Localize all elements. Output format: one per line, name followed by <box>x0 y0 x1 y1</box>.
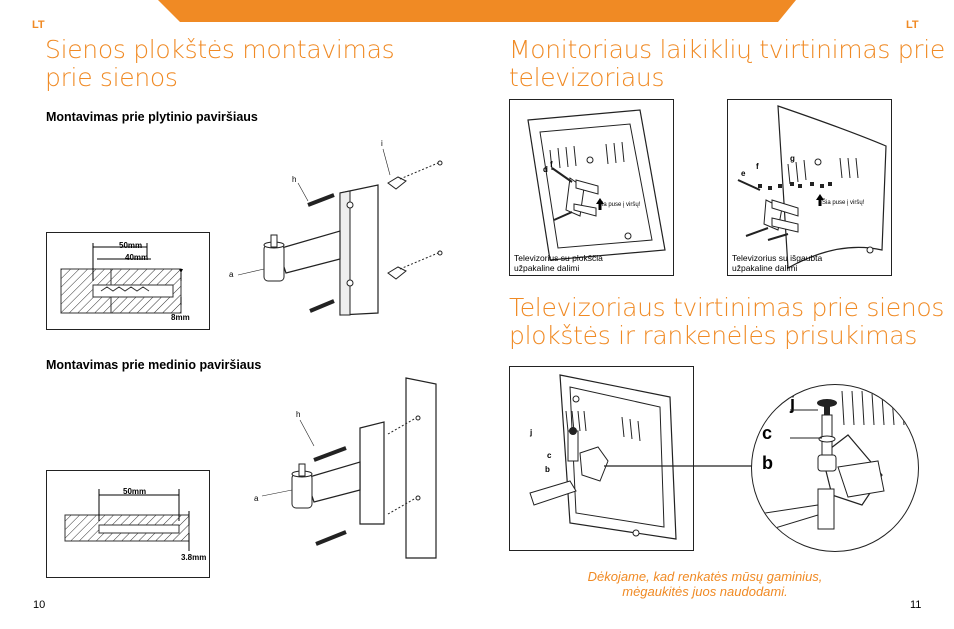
brick-mount-illustration <box>237 148 443 316</box>
label-b-small: b <box>545 465 550 474</box>
label-a: a <box>229 270 234 279</box>
right-title2-line2: plokštės ir rankenėlės prisukimas <box>509 321 918 350</box>
label-c-small: c <box>547 451 552 460</box>
left-title-line1: Sienos plokštės montavimas <box>45 35 395 64</box>
caption-flat-tv: Televizorius su plokščia užpakaline dali… <box>514 253 603 273</box>
this-side-up-1: Šia puse į viršų! <box>598 202 641 208</box>
label-h: h <box>292 175 297 184</box>
brick-dim-8: 8mm <box>171 313 190 322</box>
caption-curved-tv: Televizorius su išgaubta užpakaline dali… <box>732 253 822 273</box>
brick-dim-40: 40mm <box>125 253 149 262</box>
label-j-small: j <box>530 428 533 437</box>
right-title1-line2: televizoriaus <box>509 63 665 92</box>
left-page-title: Sienos plokštės montavimas prie sienos <box>45 35 395 92</box>
wood-dim-50: 50mm <box>123 487 147 496</box>
tv-label-d: d <box>543 165 548 174</box>
page-number-right: 11 <box>910 599 922 611</box>
curved-tv-diagram: e f g Šia puse į viršų! Televizorius su … <box>727 99 892 276</box>
wood-mount-illustration <box>261 377 437 559</box>
this-side-up-2: Šia puse į viršų! <box>822 200 865 206</box>
brick-section-heading: Montavimas prie plytinio paviršiaus <box>46 110 258 124</box>
wood-anchor-diagram: 50mm 3.8mm <box>46 470 210 578</box>
right-title1-line1: Monitoriaus laikiklių tvirtinimas prie <box>509 35 945 64</box>
header-tab <box>158 0 796 22</box>
thank-you-message: Dėkojame, kad renkatės mūsų gaminius, mė… <box>560 569 850 599</box>
tv-label-e: e <box>741 169 746 178</box>
label-c-large: c <box>762 423 773 443</box>
caption-curved-line2: užpakaline dalimi <box>732 263 798 273</box>
tv-wall-attach-diagram: j c b <box>509 366 694 551</box>
right-title2-line1: Televizoriaus tvirtinimas prie sienos <box>509 293 945 322</box>
right-title-1: Monitoriaus laikiklių tvirtinimas prie t… <box>509 36 945 92</box>
wood-dim-38: 3.8mm <box>181 553 207 562</box>
tv-label-g: g <box>790 154 795 163</box>
wood-section-heading: Montavimas prie medinio paviršiaus <box>46 358 262 372</box>
tv-label-f: f <box>550 160 553 169</box>
caption-curved-line1: Televizorius su išgaubta <box>732 253 823 263</box>
knob-zoom-detail: j c b <box>751 384 919 552</box>
thanks-line2: mėgaukitės juos naudodami. <box>622 584 788 599</box>
zoom-leader-lines <box>790 409 822 439</box>
page-number-left: 10 <box>33 599 46 611</box>
brick-dim-50: 50mm <box>119 241 143 250</box>
tv-label-f2: f <box>756 162 759 171</box>
label-j-large: j <box>790 393 796 413</box>
flat-tv-diagram: d f Šia puse į viršų! Televizorius su pl… <box>509 99 674 276</box>
language-label-right: LT <box>906 19 919 31</box>
left-title-line2: prie sienos <box>45 63 178 92</box>
brick-anchor-diagram: 50mm 40mm 8mm <box>46 232 210 330</box>
label-i: i <box>381 139 383 148</box>
thanks-line1: Dėkojame, kad renkatės mūsų gaminius, <box>587 569 823 584</box>
caption-flat-line1: Televizorius su plokščia <box>514 253 603 263</box>
label-h-wood: h <box>296 410 301 419</box>
right-title-2: Televizoriaus tvirtinimas prie sienos pl… <box>509 294 944 350</box>
caption-flat-line2: užpakaline dalimi <box>514 263 580 273</box>
label-b-large: b <box>762 453 773 473</box>
label-a-wood: a <box>254 494 259 503</box>
zoom-connector <box>604 465 756 467</box>
language-label-left: LT <box>32 19 45 31</box>
